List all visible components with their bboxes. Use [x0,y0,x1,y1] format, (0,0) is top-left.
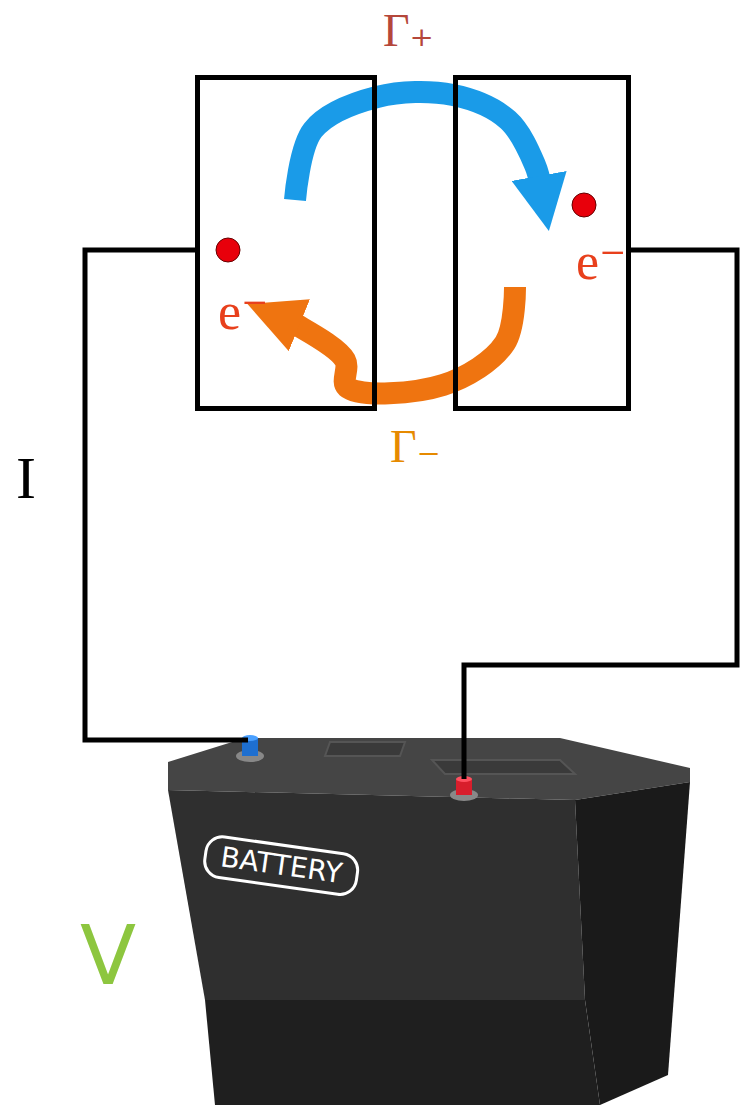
battery-label: BATTERY [201,833,362,898]
voltage-label: V [80,915,136,997]
tunneling-arrow [289,287,515,394]
battery-front [168,790,585,1000]
battery: BATTERY [165,735,695,1107]
electron-dot [216,238,240,262]
battery-base [205,1000,600,1105]
rate-label: Γ₊ [383,8,434,54]
electron-label: e⁻ [576,236,627,288]
battery-slot [432,760,575,774]
quantum-dot-box: e⁻ [453,75,631,411]
electron-label: e⁻ [218,286,269,338]
quantum-dot-box: e⁻ [195,75,377,411]
battery-body [168,735,690,1105]
battery-top [168,738,690,800]
electron-dot [572,193,596,217]
rate-label: Γ₋ [390,424,441,470]
battery-slot [325,742,405,756]
tunneling-arrow [295,92,541,200]
current-label: I [16,448,36,508]
wire [464,250,737,779]
battery-side [575,782,690,1105]
